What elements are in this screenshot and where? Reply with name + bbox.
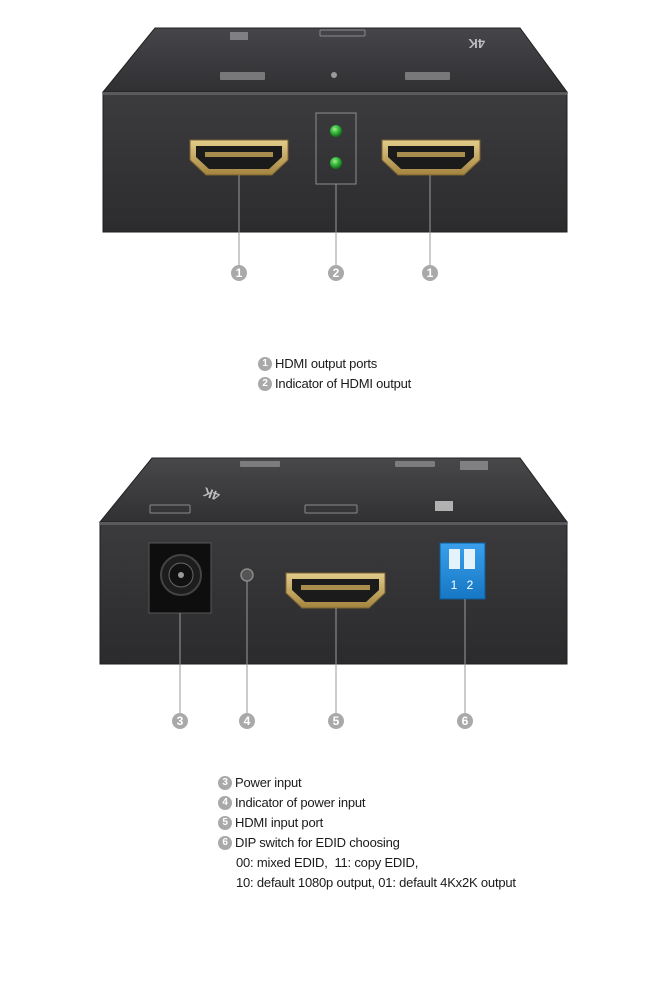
device-top-lid — [98, 457, 568, 523]
legend-item: 2 Indicator of HDMI output — [258, 374, 411, 394]
input-side-device: 4K 1 2 — [98, 457, 568, 729]
legend-text: Indicator of power input — [235, 795, 366, 810]
lid-label-out-left — [220, 72, 265, 80]
legend-badge: 5 — [218, 816, 232, 830]
legend-item: 5 HDMI input port — [218, 813, 516, 833]
dip-switch[interactable]: 1 2 — [439, 542, 486, 600]
legend-text: Power input — [235, 775, 302, 790]
legend-badge: 3 — [218, 776, 232, 790]
callout-number: 4 — [244, 714, 251, 728]
dip-switch-toggle-1[interactable] — [449, 549, 460, 569]
legend-text: Indicator of HDMI output — [275, 376, 412, 391]
lid-label-right — [395, 461, 435, 467]
legend-text: HDMI output ports — [275, 356, 378, 371]
callout-marker-2: 2 — [328, 265, 344, 281]
legend-text: HDMI input port — [235, 815, 324, 830]
lid-label-out-right — [405, 72, 450, 80]
lid-dip-mark — [435, 501, 453, 511]
dip-switch-label-2: 2 — [467, 578, 474, 592]
dip-switch-label-1: 1 — [451, 578, 458, 592]
input-side-legend: 3 Power input 4 Indicator of power input… — [218, 773, 516, 893]
callout-number: 3 — [177, 714, 184, 728]
legend-badge: 4 — [218, 796, 232, 810]
callout-marker-3: 3 — [172, 713, 188, 729]
output-side-device: 4K 1 2 — [101, 27, 568, 281]
device-top-lid — [101, 27, 568, 93]
lid-label-top — [319, 29, 366, 37]
lid-4k-mark: 4K — [468, 36, 485, 51]
legend-item: 1 HDMI output ports — [258, 354, 411, 374]
legend-item: 6 DIP switch for EDID choosing — [218, 833, 516, 853]
callout-number: 1 — [236, 266, 243, 280]
callout-number: 5 — [333, 714, 340, 728]
legend-badge: 6 — [218, 836, 232, 850]
output-side-figure: 4K 1 2 — [0, 0, 650, 300]
callout-marker-4: 4 — [239, 713, 255, 729]
lid-dc-label — [149, 504, 191, 514]
legend-text: DIP switch for EDID choosing — [235, 835, 400, 850]
legend-item: 4 Indicator of power input — [218, 793, 516, 813]
lid-4k-mark: 4K — [200, 484, 221, 504]
hdmi-input-port[interactable] — [285, 572, 386, 609]
lid-logo-right — [460, 461, 488, 470]
lid-label-left — [240, 461, 280, 467]
lid-logo-left — [230, 32, 248, 40]
power-indicator-led — [240, 568, 254, 582]
dip-note-line-2: 10: default 1080p output, 01: default 4K… — [236, 875, 516, 890]
callout-marker-6: 6 — [457, 713, 473, 729]
hdmi-output-led-1 — [330, 125, 342, 137]
callout-marker-1-left: 1 — [231, 265, 247, 281]
dip-note-line-1: 00: mixed EDID, 11: copy EDID, — [236, 855, 419, 870]
callout-marker-5: 5 — [328, 713, 344, 729]
dip-switch-toggle-2[interactable] — [464, 549, 475, 569]
lid-led-mark — [331, 72, 337, 78]
lid-label-in — [304, 504, 358, 514]
legend-badge: 1 — [258, 357, 272, 371]
hdmi-output-led-2 — [330, 157, 342, 169]
output-side-legend: 1 HDMI output ports 2 Indicator of HDMI … — [258, 354, 411, 394]
input-side-figure: 4K 1 2 — [0, 445, 650, 745]
legend-item: 3 Power input — [218, 773, 516, 793]
callout-number: 1 — [427, 266, 434, 280]
callout-number: 6 — [462, 714, 469, 728]
power-input-jack[interactable] — [148, 542, 212, 614]
callout-marker-1-right: 1 — [422, 265, 438, 281]
callout-number: 2 — [333, 266, 340, 280]
legend-badge: 2 — [258, 377, 272, 391]
hdmi-output-port-right[interactable] — [381, 139, 481, 176]
hdmi-output-port-left[interactable] — [189, 139, 289, 176]
